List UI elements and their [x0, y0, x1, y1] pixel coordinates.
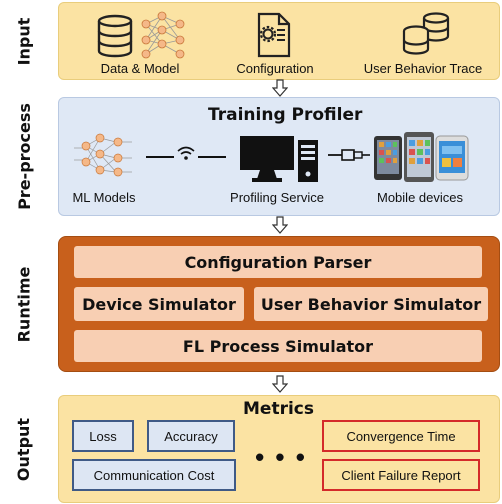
training-profiler-title: Training Profiler [208, 105, 363, 125]
usb-cable-icon [328, 149, 370, 161]
metric-loss: Loss [72, 420, 134, 452]
down-arrow-icon [272, 216, 288, 234]
fl-process-simulator-box: FL Process Simulator [74, 330, 482, 362]
computer-icon [240, 136, 318, 182]
more-metrics-ellipsis: • • • [255, 442, 307, 472]
metric-accuracy: Accuracy [147, 420, 235, 452]
stage-label-runtime: Runtime [14, 266, 34, 342]
wifi-connection-icon [146, 146, 226, 160]
metric-convergence-time: Convergence Time [322, 420, 480, 452]
metrics-title: Metrics [243, 399, 314, 419]
stage-label-output: Output [14, 417, 34, 481]
mobile-devices-icon [374, 132, 469, 182]
metric-client-failure-report: Client Failure Report [322, 459, 480, 491]
neural-network-icon [141, 11, 185, 59]
configuration-parser-box: Configuration Parser [74, 246, 482, 278]
device-simulator-box: Device Simulator [74, 287, 244, 321]
profiling-service-label: Profiling Service [230, 190, 324, 205]
ml-models-label: ML Models [72, 190, 136, 205]
input-user-behavior-trace-label: User Behavior Trace [363, 61, 483, 76]
input-configuration-label: Configuration [236, 61, 314, 76]
mobile-devices-label: Mobile devices [377, 190, 463, 205]
down-arrow-icon [272, 375, 288, 393]
database-icon [97, 14, 133, 58]
data-storage-icon [402, 12, 450, 55]
ml-model-network-icon [74, 133, 132, 177]
input-data-model-label: Data & Model [100, 61, 180, 76]
stage-label-input: Input [14, 17, 34, 65]
metric-communication-cost: Communication Cost [72, 459, 236, 491]
configuration-file-icon [257, 12, 291, 58]
user-behavior-simulator-box: User Behavior Simulator [254, 287, 488, 321]
down-arrow-icon [272, 79, 288, 97]
stage-label-preprocess: Pre-process [14, 103, 34, 210]
